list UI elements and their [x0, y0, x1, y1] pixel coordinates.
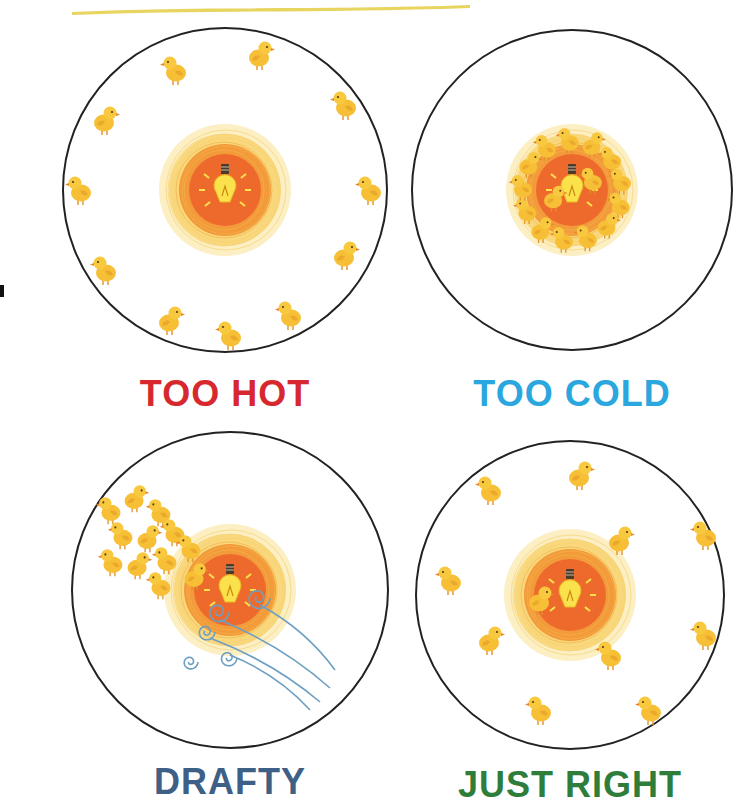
chick [555, 128, 578, 154]
chick [355, 177, 381, 206]
brooder-circle: TOO HOT [59, 24, 391, 414]
chick [529, 587, 555, 616]
light-bulb [199, 164, 251, 206]
chick [595, 642, 621, 671]
chick [690, 522, 716, 551]
condition-label: DRAFTY [154, 762, 306, 802]
brooder-outline [412, 30, 732, 350]
chick [531, 217, 554, 243]
chick [65, 177, 91, 206]
brooder-illustration [412, 437, 728, 753]
brooder-illustration [68, 428, 392, 752]
chick [152, 547, 177, 574]
chick [635, 697, 661, 726]
brooder-illustration [408, 26, 736, 354]
chick [249, 42, 275, 71]
chick [128, 552, 153, 579]
heat-glow [506, 124, 638, 256]
brooder-outline [416, 441, 724, 749]
heat-glow [159, 124, 291, 256]
header-stroke [72, 5, 470, 15]
light-bulb [544, 569, 596, 611]
chick [275, 302, 301, 331]
brooder-illustration [59, 24, 391, 356]
chick [573, 226, 596, 252]
chick [185, 563, 210, 590]
chick [608, 169, 631, 195]
chick [108, 522, 133, 549]
chick [160, 57, 186, 86]
chick [330, 92, 356, 121]
chick [513, 198, 536, 224]
chick [215, 322, 241, 351]
chick [475, 477, 501, 506]
chick [525, 697, 551, 726]
light-bulb [204, 564, 256, 606]
brooder-circle: TOO COLD [408, 26, 736, 414]
heat-glow [504, 529, 636, 661]
wind-swirls [184, 591, 335, 710]
chick [479, 627, 505, 656]
chick [509, 175, 532, 201]
brooder-outline [63, 28, 387, 352]
chick [90, 257, 116, 286]
chick [435, 567, 461, 596]
brooder-circle: DRAFTY [68, 428, 392, 802]
chick [334, 242, 360, 271]
brooder-circle: JUST RIGHT [412, 437, 728, 805]
condition-label: JUST RIGHT [458, 765, 682, 805]
chick [533, 135, 556, 161]
chick [98, 549, 123, 576]
chick [598, 147, 621, 173]
chick [598, 213, 621, 239]
chick [519, 152, 542, 178]
chick [579, 168, 602, 194]
chick [96, 497, 121, 524]
chick [146, 572, 171, 599]
chick [550, 227, 573, 253]
brooder-outline [72, 432, 388, 748]
condition-label: TOO HOT [140, 374, 310, 414]
chick [125, 485, 150, 512]
condition-label: TOO COLD [473, 374, 670, 414]
heat-glow [164, 524, 296, 656]
chick [690, 622, 716, 651]
chick [544, 186, 567, 212]
chick [94, 107, 120, 136]
edge-mark [0, 285, 4, 297]
chick [176, 535, 201, 562]
chick [159, 307, 185, 336]
chick [569, 462, 595, 491]
chick [609, 527, 635, 556]
